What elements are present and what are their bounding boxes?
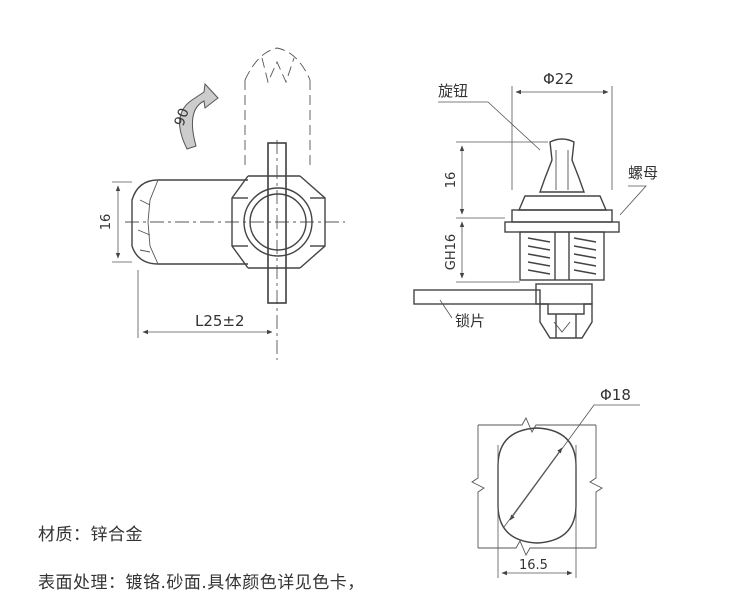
cutout-width-label: 16.5 [519, 558, 548, 573]
nut-label: 螺母 [628, 164, 658, 182]
cutout-diameter-label: Φ18 [600, 386, 631, 404]
material-value: 锌合金 [90, 525, 143, 545]
knob-label: 旋钮 [438, 82, 468, 100]
surface-value: 镀铬.砂面.具体颜色详见色卡， [125, 573, 365, 593]
surface-note: 表面处理：镀铬.砂面.具体颜色详见色卡， [38, 568, 365, 593]
knob-diameter-label: Φ22 [543, 70, 574, 88]
side-length-label: L25±2 [195, 312, 245, 330]
latch-label: 锁片 [455, 312, 485, 330]
side-view: 90 16 L25±2 [99, 47, 345, 360]
front-view: Φ22 旋钮 螺母 16 GH16 [413, 70, 658, 339]
material-note: 材质：锌合金 [38, 520, 143, 545]
side-height-label: 16 [99, 214, 114, 231]
thread-label: GH16 [444, 234, 459, 270]
panel-cutout-view: Φ18 16.5 [471, 386, 640, 578]
knob-height-label: 16 [444, 172, 459, 189]
material-label: 材质： [38, 525, 91, 545]
rotation-angle-label: 90 [172, 106, 193, 128]
surface-label: 表面处理： [38, 573, 126, 593]
